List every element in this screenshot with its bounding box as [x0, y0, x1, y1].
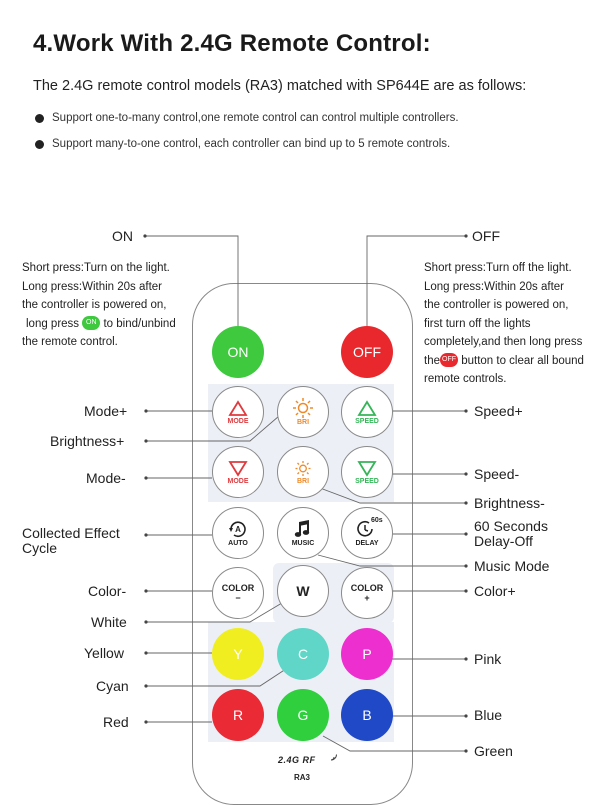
triangle-up-icon	[357, 399, 377, 416]
label-on: ON	[112, 228, 133, 244]
auto-button[interactable]: A AUTO	[212, 507, 264, 559]
speed-minus-button[interactable]: SPEED	[341, 446, 393, 498]
label-green: Green	[474, 743, 513, 759]
label-mode-plus: Mode+	[84, 403, 128, 419]
cyan-button[interactable]: C	[277, 628, 329, 680]
triangle-down-icon	[228, 460, 248, 477]
white-button[interactable]: W	[277, 565, 329, 617]
red-button[interactable]: R	[212, 689, 264, 741]
label-music-mode: Music Mode	[474, 558, 550, 574]
label-color-plus: Color+	[474, 583, 516, 599]
bullet-dot-icon	[35, 114, 44, 123]
off-pill-icon: OFF	[440, 353, 458, 368]
label-speed-plus: Speed+	[474, 403, 523, 419]
music-button[interactable]: MUSIC	[277, 507, 329, 559]
color-plus-button[interactable]: COLOR +	[341, 567, 393, 619]
triangle-down-icon	[357, 460, 377, 477]
music-note-icon	[294, 520, 310, 537]
color-minus-button[interactable]: COLOR −	[212, 567, 264, 619]
remote-brand: 2.4G RF	[278, 755, 316, 765]
bullet-item: Support many-to-one control, each contro…	[35, 138, 450, 150]
green-button[interactable]: G	[277, 689, 329, 741]
pink-button[interactable]: P	[341, 628, 393, 680]
mode-minus-button[interactable]: MODE	[212, 446, 264, 498]
label-red: Red	[103, 714, 129, 730]
cycle-icon: A	[229, 521, 246, 538]
speed-plus-button[interactable]: SPEED	[341, 386, 393, 438]
bullet-item: Support one-to-many control,one remote c…	[35, 112, 459, 124]
label-brightness-plus: Brightness+	[50, 433, 125, 449]
delay-badge: 60s	[371, 517, 383, 524]
brightness-minus-button[interactable]: BRI	[277, 446, 329, 498]
page-subtitle: The 2.4G remote control models (RA3) mat…	[33, 78, 527, 94]
brightness-plus-button[interactable]: BRI	[277, 386, 329, 438]
page-title: 4.Work With 2.4G Remote Control:	[33, 30, 431, 57]
sun-large-icon	[293, 398, 313, 418]
mode-plus-button[interactable]: MODE	[212, 386, 264, 438]
label-mode-minus: Mode-	[86, 470, 126, 486]
yellow-button[interactable]: Y	[212, 628, 264, 680]
sun-small-icon	[295, 460, 311, 476]
off-note: Short press:Turn off the light. Long pre…	[424, 262, 584, 385]
on-button[interactable]: ON	[212, 326, 264, 378]
svg-text:A: A	[235, 525, 241, 534]
label-white: White	[91, 614, 127, 630]
triangle-up-icon	[228, 399, 248, 416]
label-speed-minus: Speed-	[474, 466, 520, 482]
label-blue: Blue	[474, 707, 503, 723]
label-yellow: Yellow	[84, 645, 124, 661]
delay-button[interactable]: 60s DELAY	[341, 507, 393, 559]
signal-icon	[330, 754, 337, 761]
timer-icon	[357, 520, 373, 537]
label-off: OFF	[472, 228, 500, 244]
label-pink: Pink	[474, 651, 502, 667]
on-note: Short press:Turn on the light. Long pres…	[22, 262, 176, 348]
on-pill-icon: ON	[82, 316, 101, 331]
label-cyan: Cyan	[96, 678, 129, 694]
label-color-minus: Color-	[88, 583, 127, 599]
remote-model: RA3	[294, 773, 311, 782]
bullet-dot-icon	[35, 140, 44, 149]
blue-button[interactable]: B	[341, 689, 393, 741]
label-brightness-minus: Brightness-	[474, 495, 545, 511]
off-button[interactable]: OFF	[341, 326, 393, 378]
